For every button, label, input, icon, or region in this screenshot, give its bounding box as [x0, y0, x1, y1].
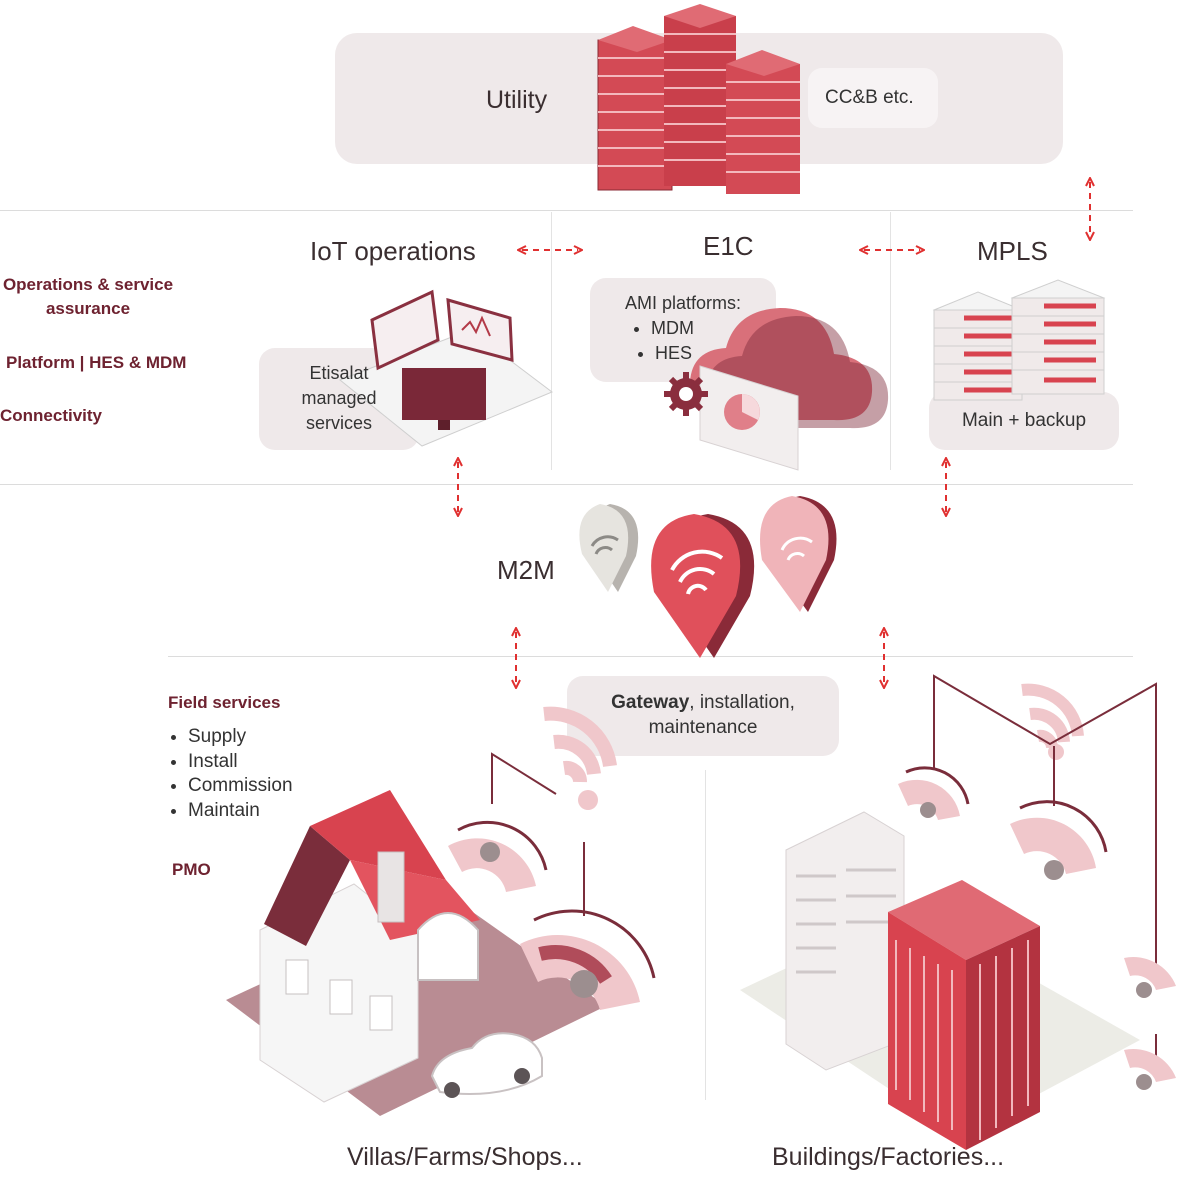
operations-label: Operations & service assurance	[2, 275, 174, 318]
mpls-title: MPLS	[977, 236, 1048, 266]
utility-label: Utility	[486, 86, 548, 114]
mpls-server-icon	[932, 279, 1106, 401]
server-column-center	[664, 4, 736, 186]
gateway-line2: maintenance	[648, 717, 758, 738]
e1c-title: E1C	[703, 231, 754, 261]
location-pin-grey-icon	[579, 504, 639, 592]
dashed-arrows	[458, 182, 1090, 684]
divider-line-3	[168, 656, 1133, 657]
smart-meter-icon	[520, 909, 656, 1010]
column-divider-3	[705, 770, 706, 1100]
smart-meter-icon	[898, 766, 970, 820]
ami-list: MDM HES	[633, 316, 694, 365]
gateway-box	[567, 676, 839, 756]
ccb-box	[808, 68, 938, 128]
cloud-platform-icon	[664, 308, 889, 471]
house-scene-illustration	[226, 790, 606, 1116]
smart-meter-icon	[448, 820, 548, 892]
wifi-signal-icon	[543, 706, 617, 810]
field-services-label: Field services	[168, 693, 281, 712]
pmo-label: PMO	[172, 860, 211, 879]
divider-line-2	[0, 484, 1133, 485]
iot-operations-title: IoT operations	[310, 236, 476, 266]
meter-connection-lines	[491, 674, 1157, 1056]
platform-label: Platform | HES & MDM	[6, 353, 187, 372]
list-item: Maintain	[188, 799, 293, 824]
location-pin-red-icon	[651, 514, 755, 658]
list-item: HES	[655, 341, 694, 366]
main-backup-label: Main + backup	[961, 410, 1087, 431]
gateway-bold: Gateway	[611, 692, 690, 713]
list-item: Install	[188, 750, 293, 775]
column-divider-2	[890, 212, 891, 470]
villas-caption: Villas/Farms/Shops...	[347, 1143, 583, 1171]
list-item: MDM	[651, 316, 694, 341]
buildings-scene-illustration	[740, 811, 1140, 1150]
smart-meter-icon	[1124, 957, 1176, 998]
location-pin-pink-icon	[760, 496, 837, 612]
ami-title: AMI platforms:	[624, 293, 742, 313]
gateway-text: Gateway, installation, maintenance	[567, 690, 839, 740]
list-item: Supply	[188, 725, 293, 750]
etisalat-text: Etisalat managed services	[301, 363, 377, 433]
smart-meter-icon	[1124, 1049, 1176, 1090]
divider-line-1	[0, 210, 1133, 211]
server-column-left	[597, 26, 673, 191]
column-divider-1	[551, 212, 552, 470]
gear-icon	[664, 372, 708, 416]
server-stack-icon	[597, 4, 800, 194]
m2m-title: M2M	[497, 555, 555, 585]
buildings-caption: Buildings/Factories...	[772, 1143, 1005, 1171]
server-column-right	[726, 50, 800, 194]
list-item: Commission	[188, 774, 293, 799]
field-services-list: Supply Install Commission Maintain	[168, 725, 293, 823]
car-icon	[430, 1032, 543, 1098]
main-backup-box	[929, 392, 1119, 450]
monitoring-desk-icon	[339, 289, 553, 447]
gateway-rest: , installation,	[689, 692, 795, 713]
wifi-signal-icon	[1021, 683, 1084, 760]
smart-meter-icon	[1010, 800, 1108, 880]
ccb-label: CC&B etc.	[825, 87, 914, 108]
connectivity-label: Connectivity	[0, 406, 103, 425]
